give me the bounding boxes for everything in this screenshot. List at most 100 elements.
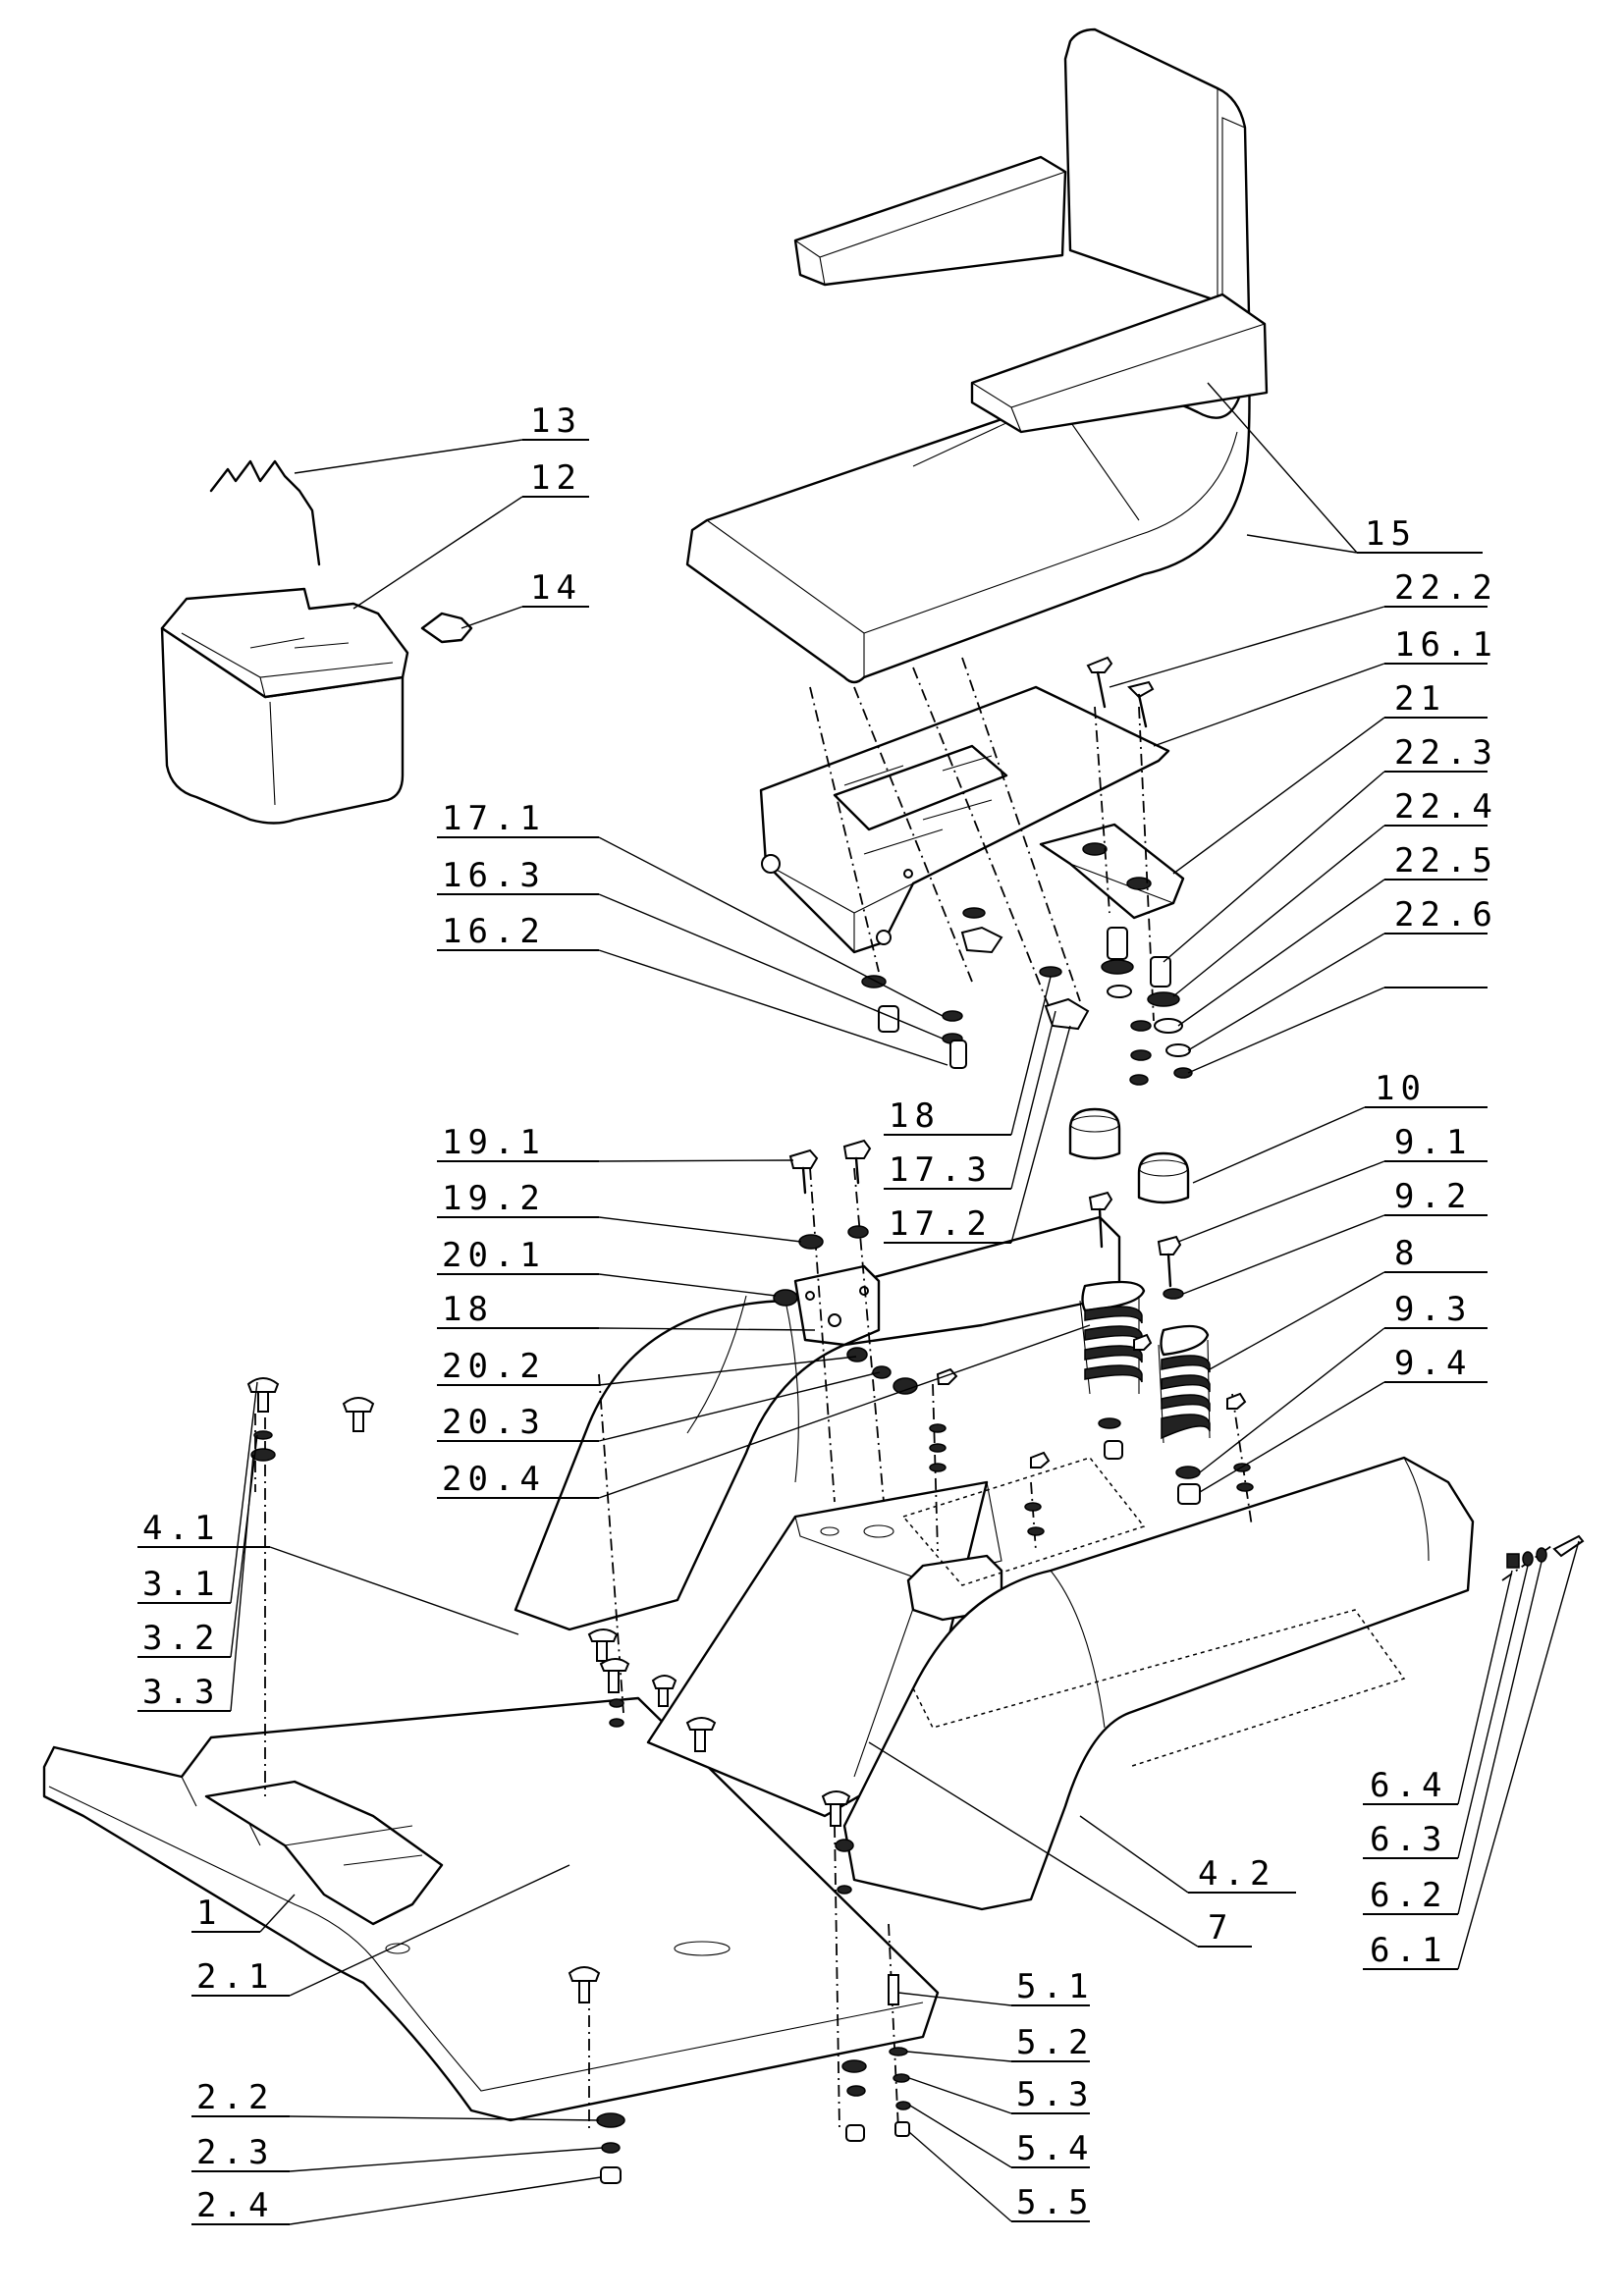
svg-text:22.6: 22.6 (1394, 895, 1498, 934)
svg-text:9.3: 9.3 (1394, 1290, 1472, 1329)
svg-text:12: 12 (530, 458, 582, 498)
svg-text:5.3: 5.3 (1016, 2075, 1094, 2114)
callout-5-2: 5.2 (906, 2023, 1094, 2062)
callout-22-6 (1187, 987, 1488, 1074)
svg-text:6.1: 6.1 (1370, 1931, 1447, 1970)
callout-22-4: 22.5 (1177, 841, 1498, 1027)
callout-1: 1 (191, 1894, 296, 1933)
callout-20-1: 20.1 (437, 1236, 777, 1297)
svg-text:20.3: 20.3 (442, 1403, 546, 1442)
callout-21: 21 (1172, 679, 1488, 875)
hidden-mounting-outline (901, 1457, 1146, 1586)
wire-part-12 (209, 459, 321, 566)
svg-text:6.2: 6.2 (1370, 1876, 1447, 1915)
callout-7: 7 (868, 1741, 1252, 1948)
bracket-part-21 (1039, 823, 1185, 920)
fasteners-hardware (246, 656, 1585, 2184)
callout-10: 10 (1192, 1069, 1488, 1184)
callout-6-3: 6.3 (1363, 1565, 1529, 1859)
springs-part-8 (1079, 1280, 1211, 1444)
callout-14: 15 (1207, 382, 1483, 554)
callout-9-2: 9.2 (1182, 1177, 1488, 1295)
svg-text:9.1: 9.1 (1394, 1123, 1472, 1162)
callout-2-1: 2.1 (191, 1864, 570, 1997)
callout-4-2: 4.2 (1079, 1815, 1296, 1894)
callout-3-3: 3.3 (137, 1454, 254, 1712)
callout-5-3: 5.3 (908, 2075, 1094, 2114)
callout-11: 12 (352, 458, 589, 610)
svg-text:4.2: 4.2 (1198, 1854, 1275, 1894)
svg-text:3.3: 3.3 (142, 1673, 220, 1712)
callout-16-3: 17.1 (437, 799, 944, 1017)
svg-text:5.2: 5.2 (1016, 2023, 1094, 2062)
svg-text:16.1: 16.1 (1394, 625, 1498, 665)
svg-text:2.4: 2.4 (196, 2186, 274, 2225)
callout-6-1: 6.1 (1363, 1540, 1580, 1970)
callout-13: 14 (460, 568, 589, 629)
svg-text:20.4: 20.4 (442, 1460, 546, 1499)
svg-text:8: 8 (1394, 1234, 1420, 1273)
callout-17-2: 17.3 (884, 1010, 1056, 1190)
callout-4-1: 4.1 (137, 1509, 519, 1635)
svg-text:7: 7 (1208, 1908, 1233, 1948)
hinge-bracket-part-18 (793, 1264, 881, 1347)
callout-22-2: 22.3 (1163, 733, 1492, 963)
svg-text:5.1: 5.1 (1016, 1967, 1094, 2006)
svg-text:2.3: 2.3 (196, 2133, 274, 2172)
svg-text:21: 21 (1394, 679, 1446, 719)
seat-part-14 (685, 27, 1269, 684)
floor-plate-part-1 (42, 1696, 940, 2122)
callout-16-2: 16.3 (437, 856, 944, 1040)
callout-2-2: 2.2 (191, 2078, 600, 2121)
svg-text:6.3: 6.3 (1370, 1820, 1447, 1859)
clip-part-13 (420, 612, 473, 644)
svg-text:13: 13 (530, 401, 582, 441)
svg-text:5.5: 5.5 (1016, 2183, 1094, 2222)
svg-text:17.2: 17.2 (889, 1204, 993, 1244)
svg-text:9.4: 9.4 (1394, 1344, 1472, 1383)
svg-text:19.1: 19.1 (442, 1123, 546, 1162)
svg-text:22.4: 22.4 (1394, 787, 1498, 827)
buffers-part-10 (1068, 1107, 1190, 1204)
callout-16-1: 16.2 (437, 912, 948, 1066)
callout-3-2: 3.2 (137, 1434, 258, 1658)
callout-6-2: 6.2 (1363, 1561, 1543, 1915)
svg-text:9.2: 9.2 (1394, 1177, 1472, 1216)
callout-9-3: 9.3 (1199, 1290, 1488, 1473)
callout-20-2: 20.2 (437, 1347, 857, 1386)
callout-17-3: 18 (884, 976, 1052, 1136)
svg-text:6.4: 6.4 (1370, 1766, 1447, 1805)
seat-bracket-part-15 (759, 685, 1170, 954)
callout-12: 13 (294, 401, 589, 474)
svg-text:17.1: 17.1 (442, 799, 546, 838)
svg-text:22.2: 22.2 (1394, 568, 1498, 608)
svg-text:3.1: 3.1 (142, 1565, 220, 1604)
callout-9-1: 9.1 (1177, 1123, 1488, 1243)
svg-text:2.1: 2.1 (196, 1957, 274, 1997)
callout-19-1: 19.1 (437, 1123, 794, 1162)
callout-9-4: 9.4 (1199, 1344, 1488, 1493)
svg-text:16.2: 16.2 (442, 912, 546, 951)
svg-text:20.2: 20.2 (442, 1347, 546, 1386)
callout-5-5: 5.5 (908, 2131, 1094, 2222)
callout-19-2: 19.2 (437, 1179, 802, 1243)
svg-text:5.4: 5.4 (1016, 2129, 1094, 2168)
callout-2-4: 2.4 (191, 2176, 602, 2225)
svg-text:20.1: 20.1 (442, 1236, 546, 1275)
svg-text:2.2: 2.2 (196, 2078, 274, 2117)
svg-text:3.2: 3.2 (142, 1619, 220, 1658)
callout-8: 8 (1209, 1234, 1488, 1370)
callout-22-1: 22.2 (1109, 568, 1498, 688)
svg-text:22.5: 22.5 (1394, 841, 1498, 881)
rear-fender-right-part-4-2 (842, 1456, 1475, 1911)
callout-20-3: 20.3 (437, 1371, 881, 1442)
battery-box-part-11 (160, 587, 409, 825)
callout-2-3: 2.3 (191, 2133, 604, 2172)
callout-5-4: 5.4 (909, 2105, 1094, 2168)
callout-5-1: 5.1 (897, 1967, 1094, 2006)
callout-20-4: 20.4 (437, 1324, 1091, 1499)
svg-text:17.3: 17.3 (889, 1150, 993, 1190)
svg-text:18: 18 (889, 1096, 941, 1136)
svg-text:16.3: 16.3 (442, 856, 546, 895)
